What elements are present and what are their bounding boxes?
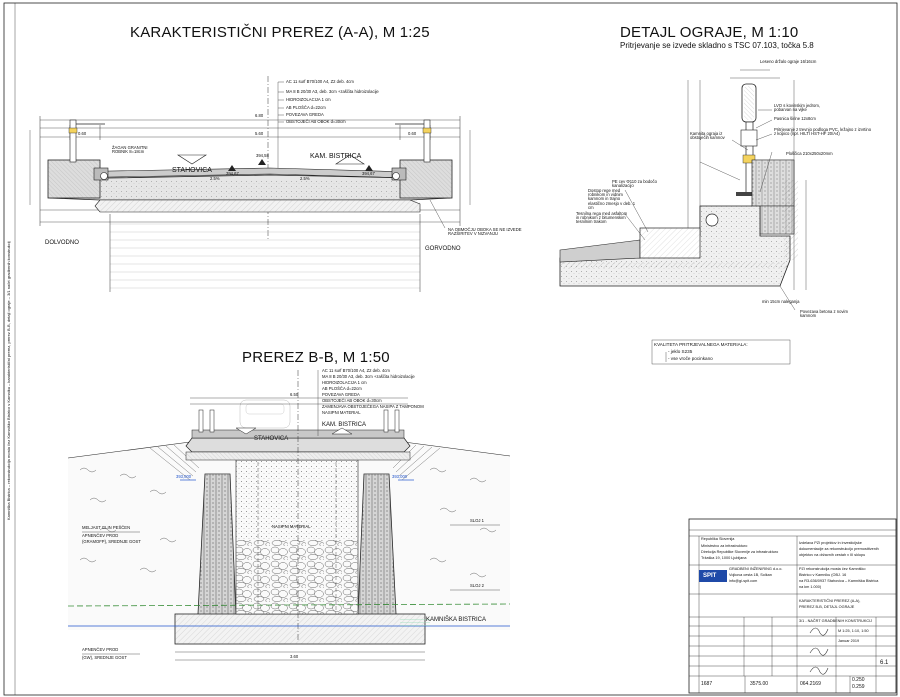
detail-label: min 15cm naleganja bbox=[762, 299, 800, 304]
section-bb-title: PREREZ B-B, M 1:50 bbox=[242, 349, 390, 366]
detail-label: LVO s kovinskim jedrom, pobarvan na vijk… bbox=[774, 103, 820, 113]
material-2: - vse vroče pocinkano bbox=[668, 356, 713, 361]
soil-note: (GRAMOFP), SREDNJE GOST bbox=[82, 539, 141, 544]
level-mid: 394,58 bbox=[256, 153, 269, 158]
detail-label: Leseno držalo ograje 16/16cm bbox=[760, 59, 817, 64]
bb-dim-span: 3.60 bbox=[290, 654, 299, 659]
section-bb-layer: AB PLOŠČA d=22cm bbox=[322, 386, 362, 391]
slope-right: 2.5% bbox=[300, 176, 310, 181]
soil-note: (GW), SREDNJE GOST bbox=[82, 655, 127, 660]
investor-line: Republika Slovenija bbox=[701, 537, 735, 541]
water-level-right: 393,000 bbox=[392, 474, 408, 479]
soil-note: MELJAST GLIN PEŠČEN bbox=[82, 525, 131, 530]
section-bb-layer: HIDROIZOLACIJA 1 cm bbox=[322, 380, 367, 385]
bottom-value: 0.250 bbox=[852, 677, 865, 683]
bottom-value: 1687 bbox=[701, 681, 713, 687]
bb-stahovica-label: STAHOVICA bbox=[254, 436, 289, 442]
soil-note: APNENČEV PROD bbox=[82, 647, 119, 652]
section-bb-layer: OBSTOJEČI AB OBOK d=30cm bbox=[322, 398, 382, 403]
detail-label: Pasnica širine 12x8cm bbox=[774, 116, 816, 121]
detail-subtitle: Pritrjevanje se izvede skladno s TSC 07.… bbox=[620, 41, 814, 50]
section-bb-layer: NASIPNI MATERIAL bbox=[322, 410, 361, 415]
bottom-value: 064.2169 bbox=[800, 681, 821, 687]
dim-right: 0.60 bbox=[408, 131, 417, 136]
detail-label: Dostop rege med robnikom in vidnim kamno… bbox=[588, 188, 636, 210]
section-bb-layer: POVEZAVA GREDA bbox=[322, 392, 360, 397]
section-bb-drawing bbox=[67, 370, 511, 661]
detail-label: Ploščica 210x250x20mm bbox=[786, 151, 833, 156]
company-line: info@gi-spit.com bbox=[729, 579, 758, 583]
dolvodno-label: DOLVODNO bbox=[45, 240, 79, 246]
margin-note: Kamniška Bistrica – rekonstrukcija mosta… bbox=[6, 241, 11, 520]
level-right: 394,67 bbox=[362, 171, 375, 176]
kam-bistrica-label: KAM. BISTRICA bbox=[310, 153, 362, 160]
section-bb-layer: ZAMENJAVA OBSTOJEČEGA NASIPA Z TAMPONOM bbox=[322, 404, 424, 409]
company-line: GRADBENI INŽENIRING d.o.o. bbox=[729, 567, 783, 571]
object-line: objektov na državnih cestah v III sklopu bbox=[799, 553, 866, 557]
object-line: Izdelava PZI projektov in investicijske bbox=[799, 541, 862, 545]
soil-note: APNENČEV PROD bbox=[82, 533, 119, 538]
bb-kam-bistrica-label: KAM. BISTRICA bbox=[322, 422, 367, 428]
detail-title: DETAJL OGRAJE, M 1:10 bbox=[620, 24, 799, 41]
scale-label: M 1:25, 1:10, 1:50 bbox=[838, 629, 869, 633]
section-aa-layer: AB PLOŠČA d=22cm bbox=[286, 105, 326, 110]
bb-dim-total: 6.50 bbox=[290, 392, 299, 397]
bottom-value: 3575.00 bbox=[750, 681, 769, 687]
dim-road: 5.60 bbox=[255, 131, 264, 136]
project-line: na R3-636/0937 Stahovica – Kamniška Bist… bbox=[799, 579, 879, 583]
bottom-value: 0.259 bbox=[852, 684, 865, 690]
drawing-title-line: PREREZ B-B, DETAJL OGRAJE bbox=[799, 605, 855, 609]
curb-note: ŽAGAN GRANITNI ROBNIK 8=18cm bbox=[112, 145, 148, 155]
soil-layer: SLOJ 2 bbox=[470, 583, 484, 588]
detail-label: Kamnita ograja iz obstoječih kamnov bbox=[690, 131, 725, 141]
project-line: na km 1.000) bbox=[799, 585, 822, 589]
investor-line: Direkcija Republike Slovenije za infrast… bbox=[701, 550, 779, 554]
investor-line: Tržaška 19, 1000 Ljubljana bbox=[701, 556, 747, 560]
company-logo: SPIT bbox=[703, 573, 717, 579]
dim-total: 6.80 bbox=[255, 113, 264, 118]
soil-layer: SLOJ 1 bbox=[470, 518, 484, 523]
detail-label: PE cev Φ110 za bodočo kanalizacijo bbox=[612, 179, 657, 189]
section-aa-title: KARAKTERISTIČNI PREREZ (A-A), M 1:25 bbox=[130, 24, 430, 41]
object-line: dokumentacije za rekonstrukcijo premosti… bbox=[799, 547, 879, 551]
investor-line: Ministrstvo za infrastrukturo bbox=[701, 544, 748, 548]
company-line: Vojkova cesta 1B, Solkan bbox=[729, 573, 772, 577]
date-label: Januar 2019 bbox=[838, 639, 860, 643]
detail-label: Pritrjevanje z trevnjo podloga PVC, leža… bbox=[774, 127, 872, 137]
section-aa-layer: AC 11 surf B70/100 A4, Z2 deb. 4cm bbox=[286, 79, 354, 84]
gorvodno-label: GORVODNO bbox=[425, 246, 461, 252]
material-title: KVALITETA PRITRJEVALNEGA MATERIALA: bbox=[654, 342, 748, 347]
section-aa-layer: MA 8 B 20/30 A3, deb. 3cm +zaščita hidro… bbox=[286, 89, 379, 94]
detail-label: Tesnilna rega med asfaltom in robnikom z… bbox=[576, 211, 628, 225]
slope-left: 2.5% bbox=[210, 176, 220, 181]
section-bb-layer: AC 11 surf B70/100 A4, Z2 deb. 4cm bbox=[322, 368, 390, 373]
river-label: KAMNIŠKA BISTRICA bbox=[426, 617, 487, 623]
title-block-frame bbox=[688, 518, 897, 694]
railing-detail-drawing bbox=[559, 69, 807, 365]
water-level-left: 393,000 bbox=[176, 474, 192, 479]
detail-label: Povezava betona z novim kamnom bbox=[800, 309, 848, 319]
section-aa-layer: OBSTOJEČI AB OBOK d=30cm bbox=[286, 119, 346, 124]
section-aa-layer: HIDROIZOLACIJA 1 cm bbox=[286, 97, 331, 102]
dim-left: 0.60 bbox=[78, 131, 87, 136]
material-1: - jeklo S235 bbox=[668, 349, 693, 354]
project-line: Bistrico v Kamniku (OBJ. 16 bbox=[799, 573, 847, 577]
stahovica-label: STAHOVICA bbox=[172, 167, 212, 174]
level-left: 394,67 bbox=[226, 171, 239, 176]
drawing-title-line: KARAKTERISTIČNI PREREZ (A-A), bbox=[799, 599, 861, 603]
sheet-number: 6.1 bbox=[880, 660, 889, 666]
part-label: 3/1 - NAČRT GRADBENIH KONSTRUKCIJ bbox=[799, 619, 873, 623]
section-bb-layer: MA 8 B 20/30 A3, deb. 3cm +zaščita hidro… bbox=[322, 374, 415, 379]
project-line: PZI rekonstrukcija mosta čez Kamniško bbox=[799, 567, 866, 571]
section-aa-layer: POVEZAVA GREDA bbox=[286, 112, 324, 117]
fill-label: NASIPNI MATERIAL bbox=[272, 524, 311, 529]
section-aa-drawing bbox=[29, 76, 471, 292]
demolition-note: NA OBMOČJU OBOKA SE NE IZVEDE RAZŠIRITEV… bbox=[448, 227, 522, 237]
